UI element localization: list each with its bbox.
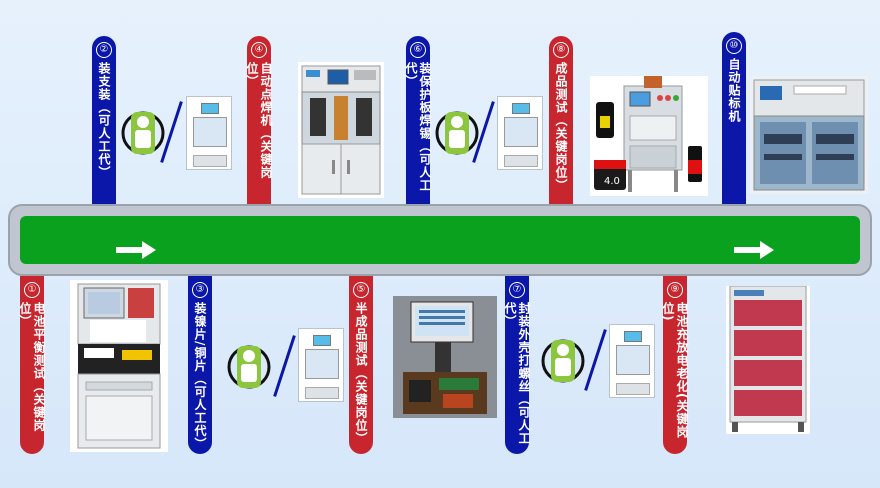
workstation-icon (497, 96, 543, 170)
station-number: ⑦ (509, 282, 525, 298)
station-number: ⑨ (667, 282, 683, 298)
station-2: ② 装支装（可人工代） (92, 36, 116, 204)
conveyor-track (20, 216, 860, 264)
station-label: 半成品测试（关键岗位） (354, 302, 368, 445)
station-number: ④ (251, 42, 267, 58)
workstation-icon (609, 324, 655, 398)
worker-icon (541, 339, 585, 383)
station-number: ⑤ (353, 282, 369, 298)
worker-icon (121, 111, 165, 155)
or-separator (273, 335, 296, 397)
station-label: 自动贴标机 (727, 58, 741, 123)
station-label: 封装外壳打螺丝（可人工代） (503, 302, 531, 445)
station-label: 装保护板焊锡（可人工代） (404, 62, 432, 192)
semi-finished-tester-image (393, 296, 497, 418)
station-5: ⑤ 半成品测试（关键岗位） (349, 276, 373, 454)
worker-icon (227, 345, 271, 389)
station-8: ⑧ 成品测试（关键岗位） (549, 36, 573, 204)
station-label: 电池充放电老化(关键岗位) (661, 302, 689, 439)
station-1: ① 电池平衡测试（关键岗位） (18, 276, 46, 454)
flow-arrow-icon (734, 241, 774, 259)
station-3: ③ 装镍片/铜片（可人工代） (188, 276, 212, 454)
workstation-icon (186, 96, 232, 170)
station-number: ⑧ (553, 42, 569, 58)
station-number: ① (24, 282, 40, 298)
station-number: ⑥ (410, 42, 426, 58)
battery-badge: 4.0 (604, 176, 620, 187)
station-7: ⑦ 封装外壳打螺丝（可人工代） (503, 276, 531, 454)
station-label: 装镍片/铜片（可人工代） (193, 302, 207, 451)
station-9: ⑨ 电池充放电老化(关键岗位) (661, 276, 689, 454)
finished-product-tester-image: 4.0 (590, 76, 708, 196)
station-number: ② (96, 42, 112, 58)
station-label: 装支装（可人工代） (97, 62, 111, 179)
station-label: 自动点焊机（关键岗位） (245, 62, 273, 179)
station-number: ⑩ (726, 38, 742, 54)
auto-labeling-machine-image (750, 76, 868, 194)
flow-arrow-icon (116, 241, 156, 259)
station-6: ⑥ 装保护板焊锡（可人工代） (404, 36, 432, 204)
workstation-icon (298, 328, 344, 402)
conveyor-belt (8, 204, 872, 276)
worker-icon (435, 111, 479, 155)
battery-balance-tester-image (70, 280, 168, 452)
charge-discharge-aging-cabinet-image (726, 286, 810, 434)
station-label: 电池平衡测试（关键岗位） (18, 302, 46, 432)
station-4: ④ 自动点焊机（关键岗位） (245, 36, 273, 204)
station-number: ③ (192, 282, 208, 298)
or-separator (584, 329, 607, 391)
station-label: 成品测试（关键岗位） (554, 62, 568, 192)
station-10: ⑩ 自动贴标机 (722, 32, 746, 204)
spot-welder-machine-image (298, 62, 384, 198)
